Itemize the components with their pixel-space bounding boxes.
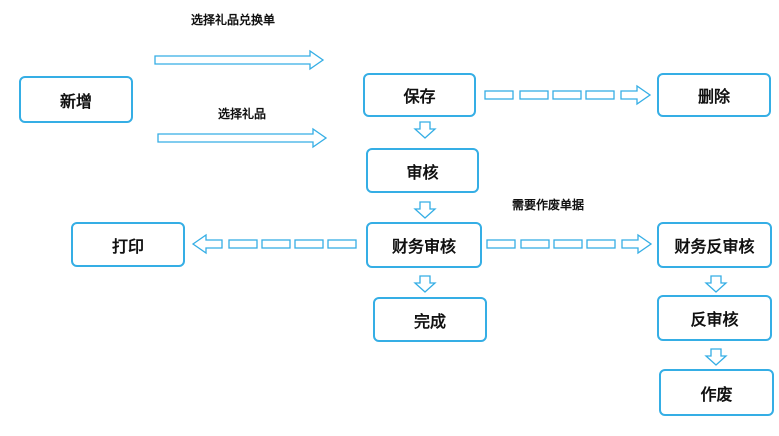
dashed-arrow-to-print: [191, 233, 357, 255]
node-shenhe: 审核: [366, 148, 479, 193]
node-fanshenhe: 反审核: [657, 295, 772, 341]
node-caiwu-fanshenhe: 财务反审核: [657, 222, 772, 268]
node-dayin: 打印: [71, 222, 185, 267]
dashed-arrow-to-finance-reverse: [486, 233, 653, 255]
down-arrow-finance-reverse-to-reverse: [704, 275, 728, 293]
node-shanchu: 删除: [657, 73, 771, 117]
down-arrow-finance-to-complete: [413, 275, 437, 293]
down-arrow-reverse-to-void: [704, 348, 728, 366]
arrow-select-gift: [157, 127, 328, 149]
label-need-void: 需要作废单据: [512, 198, 585, 212]
dashed-arrow-save-to-delete: [484, 84, 652, 106]
node-zuofei: 作废: [659, 369, 774, 416]
down-arrow-save-to-review: [413, 121, 437, 139]
label-select-gift: 选择礼品: [218, 107, 267, 121]
node-xinzeng: 新增: [19, 76, 133, 123]
label-select-exchange: 选择礼品兑换单: [191, 13, 276, 27]
node-baocun: 保存: [363, 73, 476, 117]
down-arrow-review-to-finance: [413, 201, 437, 219]
node-wancheng: 完成: [373, 297, 487, 342]
node-caiwu-shenhe: 财务审核: [366, 222, 482, 268]
arrow-select-exchange: [154, 49, 325, 71]
